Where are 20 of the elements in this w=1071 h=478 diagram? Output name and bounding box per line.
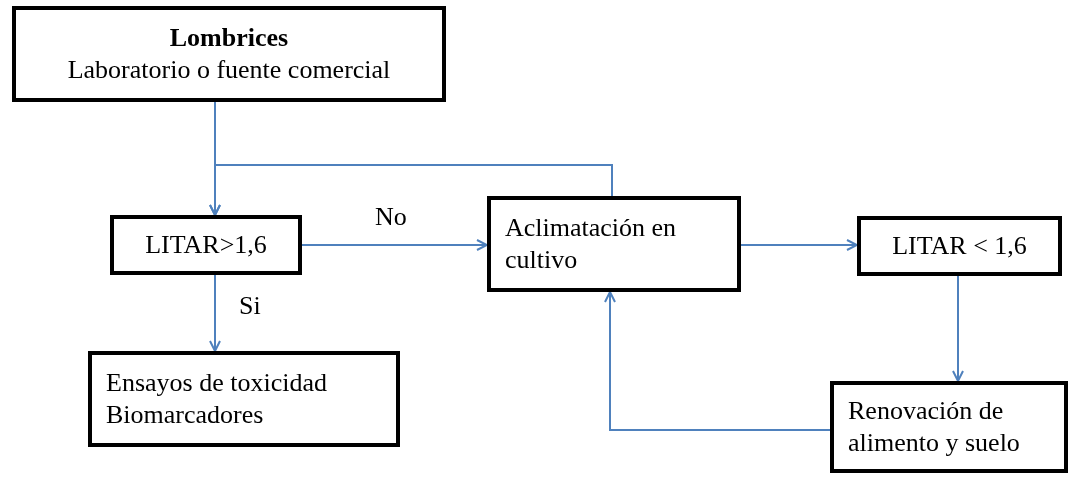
node-text: Biomarcadores — [106, 399, 265, 431]
node-title: Lombrices — [169, 21, 289, 54]
node-text: Laboratorio o fuente comercial — [67, 54, 391, 86]
process-box — [487, 196, 741, 292]
arrow — [301, 239, 488, 251]
arrow — [209, 164, 613, 216]
arrow — [952, 275, 964, 382]
process-box — [88, 351, 400, 447]
arrow — [209, 274, 221, 352]
process-box — [110, 215, 302, 275]
node-text: Aclimatación en cultivo — [505, 211, 678, 276]
node-text: LITAR>1,6 — [145, 228, 267, 261]
process-box — [857, 216, 1062, 276]
process-box — [830, 381, 1068, 473]
node-text: Renovación de alimento y suelo — [848, 394, 1021, 459]
node-text: LITAR < 1,6 — [892, 229, 1027, 262]
arrow — [604, 291, 831, 431]
node-text: Ensayos de toxicidad — [106, 366, 328, 399]
process-box — [12, 6, 446, 102]
arrow — [740, 239, 858, 251]
